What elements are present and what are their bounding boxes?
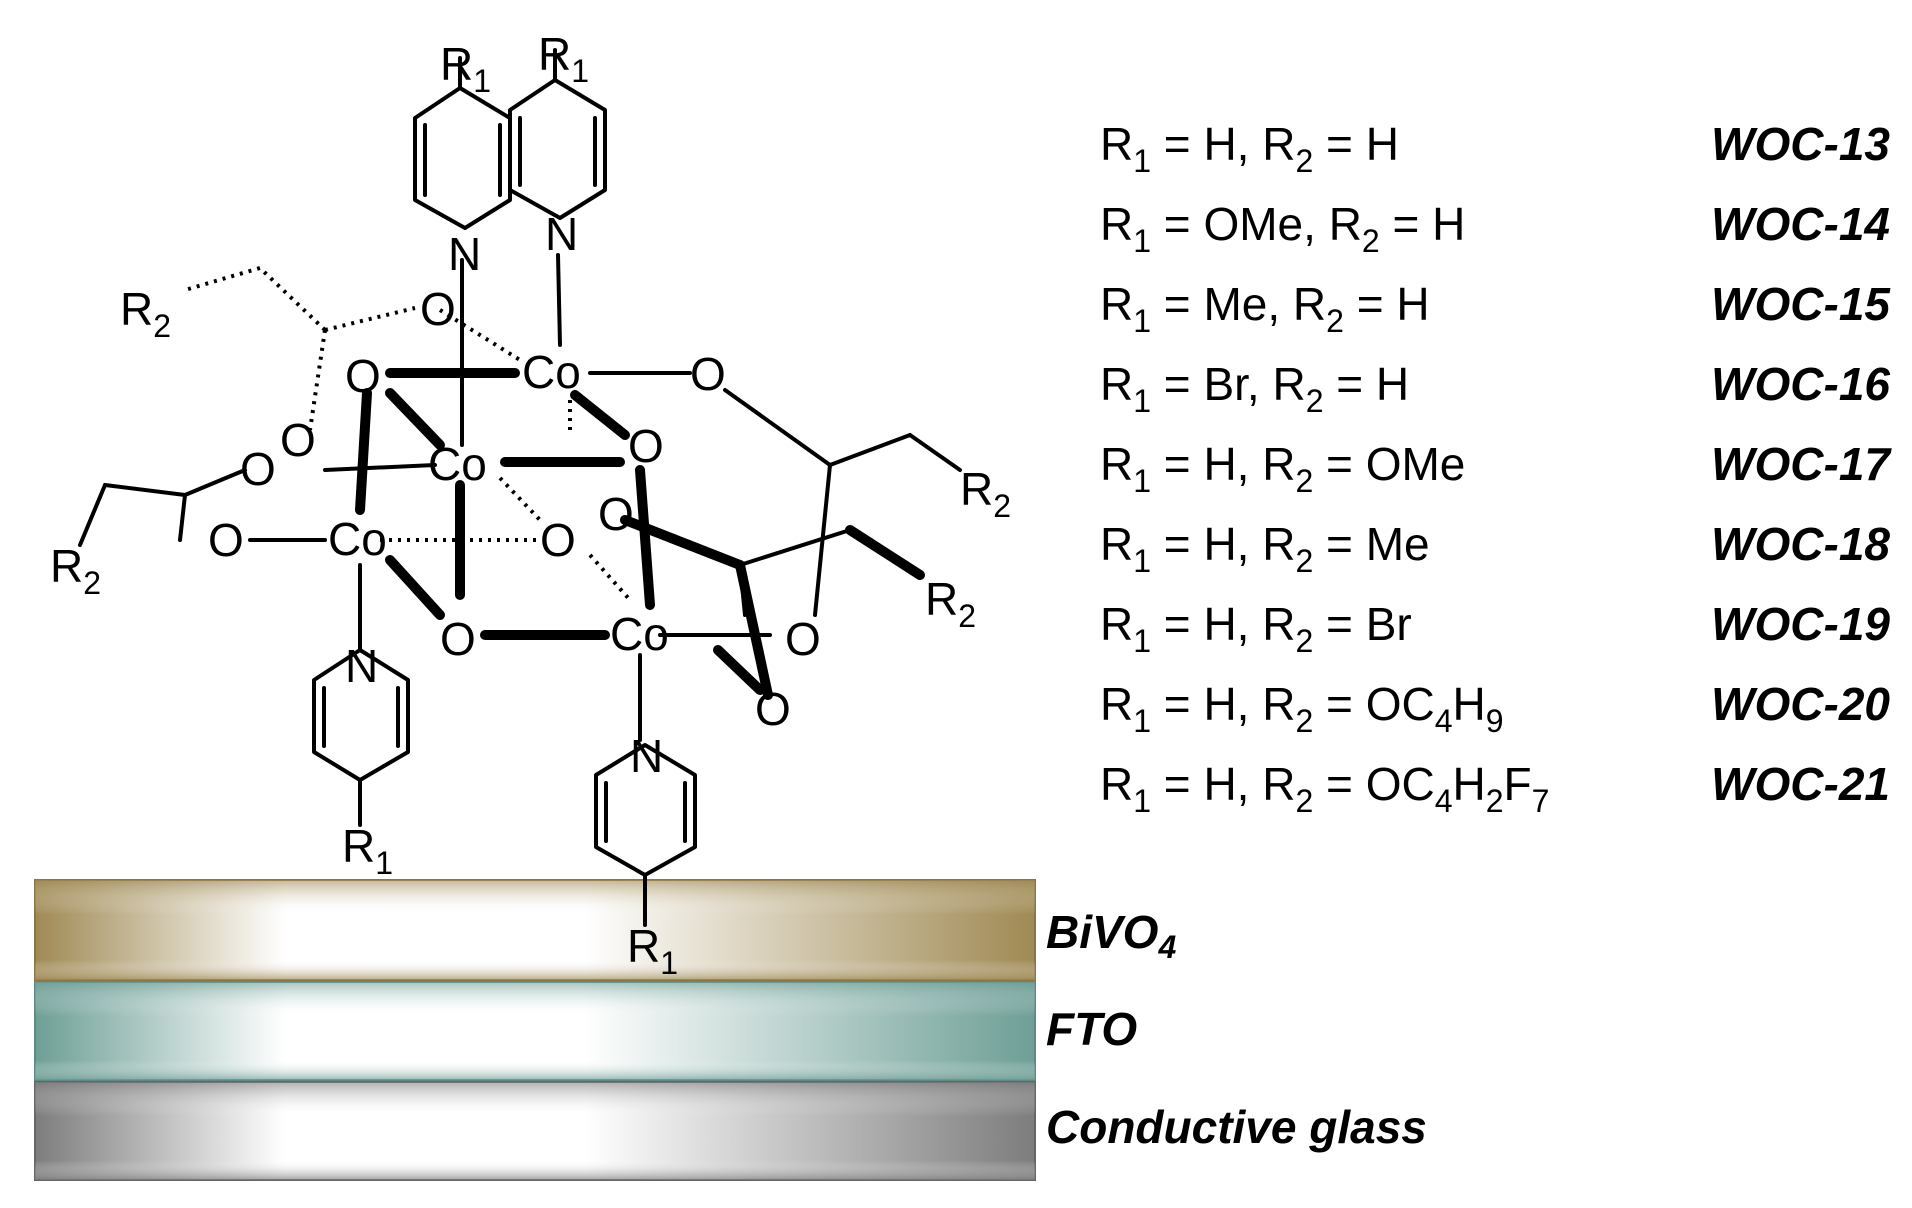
o-atom-8: O bbox=[598, 488, 634, 540]
layer-bivo4 bbox=[34, 879, 1036, 981]
layer-label-bivo4: BiVO4 bbox=[1046, 906, 1176, 965]
layer-fto bbox=[34, 981, 1036, 1081]
legend-compound-name-1: WOC-14 bbox=[1711, 198, 1890, 250]
r2-label-top-left: R2 bbox=[120, 283, 171, 344]
layer-conductive-glass bbox=[34, 1081, 1036, 1181]
legend-compound-name-7: WOC-20 bbox=[1711, 678, 1890, 730]
o-atom-10: O bbox=[690, 348, 726, 400]
legend-formula-4: R1 = H, R2 = OMe bbox=[1100, 438, 1465, 499]
legend-formula-0: R1 = H, R2 = H bbox=[1100, 118, 1399, 179]
layer-label-fto: FTO bbox=[1046, 1003, 1137, 1055]
legend-compound-name-8: WOC-21 bbox=[1711, 758, 1890, 810]
legend-formula-1: R1 = OMe, R2 = H bbox=[1100, 198, 1465, 259]
o-atom-5: O bbox=[208, 514, 244, 566]
r1-label-top-left: R1 bbox=[440, 38, 491, 99]
legend-compound-name-3: WOC-16 bbox=[1711, 358, 1890, 410]
n-atom-top-right: N bbox=[545, 208, 578, 260]
r1-label-bottom-left: R1 bbox=[342, 820, 393, 881]
legend-formula-2: R1 = Me, R2 = H bbox=[1100, 278, 1430, 339]
legend-formula-3: R1 = Br, R2 = H bbox=[1100, 358, 1409, 419]
pyridine-bottom-right bbox=[594, 743, 697, 927]
legend-formula-5: R1 = H, R2 = Me bbox=[1100, 518, 1430, 579]
o-atom-1: O bbox=[420, 283, 456, 335]
o-atom-6: O bbox=[540, 514, 576, 566]
cobalt-cubane-structure: R1 R1 N N Co Co Co Co O O O O O O O O O … bbox=[50, 28, 1011, 981]
r2-label-right: R2 bbox=[960, 463, 1011, 524]
n-atom-bottom-left: N bbox=[345, 640, 378, 692]
pyridine-top-right bbox=[508, 48, 607, 347]
o-atom-7: O bbox=[628, 420, 664, 472]
co-atom-top: Co bbox=[522, 346, 581, 398]
legend-formula-6: R1 = H, R2 = Br bbox=[1100, 598, 1412, 659]
carboxylate-lower-right bbox=[735, 525, 925, 700]
r1-label-top-right: R1 bbox=[538, 28, 589, 89]
legend-formula-8: R1 = H, R2 = OC4H2F7 bbox=[1100, 758, 1549, 819]
legend-compound-name-6: WOC-19 bbox=[1711, 598, 1890, 650]
legend-compound-name-2: WOC-15 bbox=[1711, 278, 1891, 330]
co-atom-left: Co bbox=[328, 513, 387, 565]
o-atom-3: O bbox=[280, 414, 316, 466]
carboxylate-top-left bbox=[184, 266, 416, 431]
o-atom-9: O bbox=[440, 613, 476, 665]
r2-label-left: R2 bbox=[50, 540, 101, 601]
legend-compound-name-5: WOC-18 bbox=[1711, 518, 1890, 570]
cubane-bonds bbox=[248, 273, 772, 742]
n-atom-top-left: N bbox=[448, 228, 481, 280]
pyridine-bottom-left bbox=[312, 648, 410, 827]
r2-label-lower-right: R2 bbox=[925, 573, 976, 634]
o-atom-11: O bbox=[785, 613, 821, 665]
substituent-legend: R1 = H, R2 = H WOC-13 R1 = OMe, R2 = H WOC-… bbox=[1100, 118, 1892, 819]
substrate-stack: BiVO4 FTO Conductive glass bbox=[34, 879, 1427, 1181]
r1-label-bottom-right: R1 bbox=[627, 920, 678, 981]
legend-compound-name-0: WOC-13 bbox=[1711, 118, 1890, 170]
legend-compound-name-4: WOC-17 bbox=[1711, 438, 1892, 490]
carboxylate-left bbox=[78, 468, 247, 547]
layer-label-conductive-glass: Conductive glass bbox=[1046, 1101, 1427, 1153]
legend-formula-7: R1 = H, R2 = OC4H9 bbox=[1100, 678, 1504, 739]
n-atom-bottom-right: N bbox=[630, 730, 663, 782]
carboxylate-right bbox=[723, 388, 962, 617]
